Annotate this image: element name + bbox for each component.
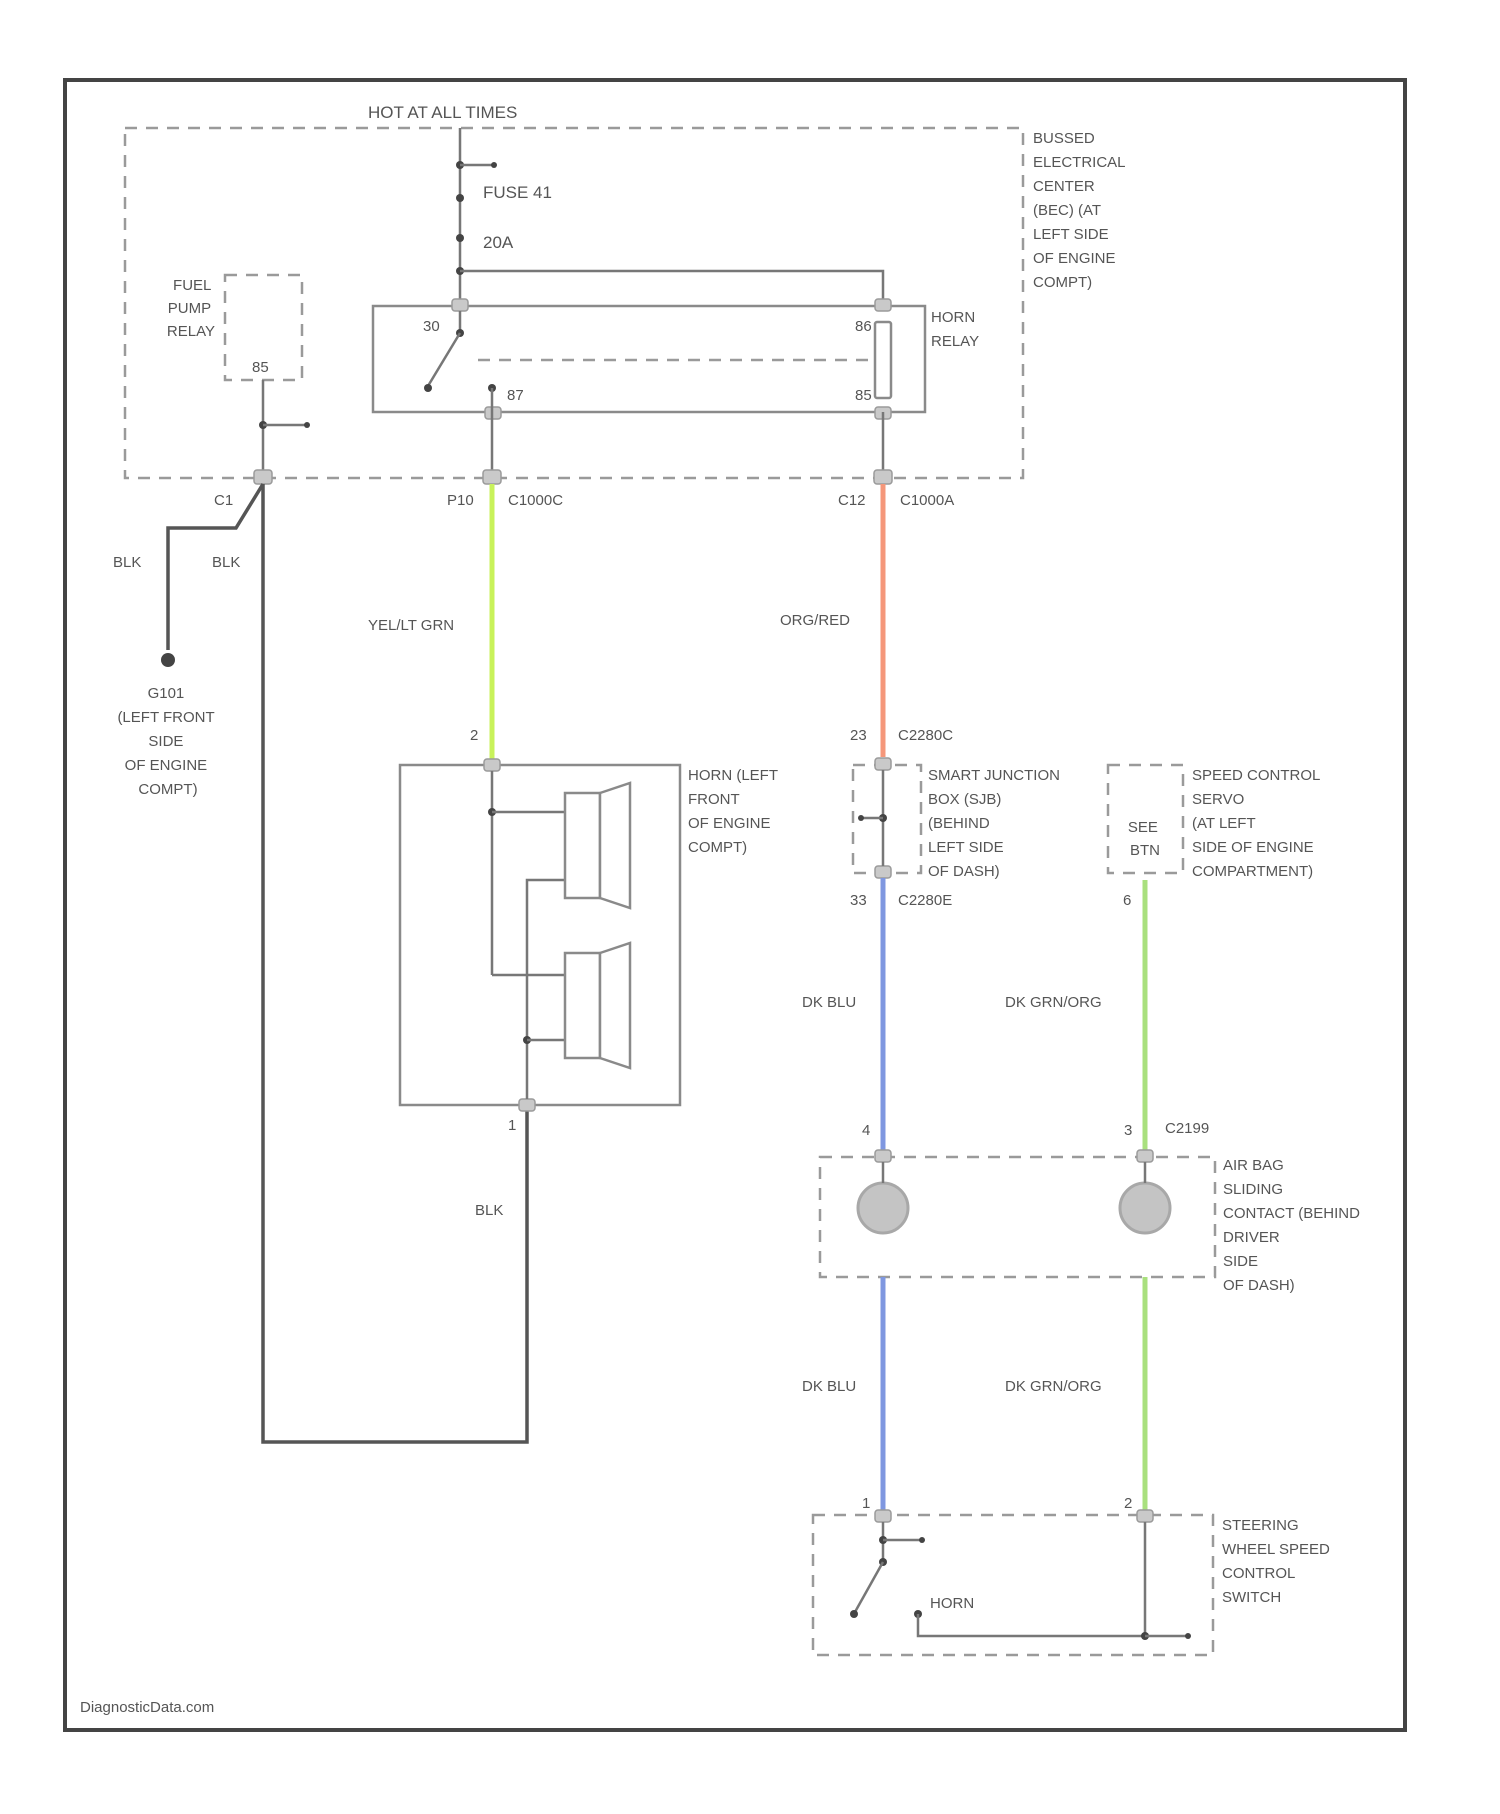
blk-wire-label-1: BLK — [113, 554, 141, 571]
airbag-right-clockspring — [1120, 1183, 1170, 1233]
fuel-pump-relay-label: FUEL PUMP RELAY — [167, 277, 215, 340]
horn-relay-switch-blade — [428, 333, 460, 386]
horn-relay-pin86: 86 — [855, 318, 872, 335]
steering-switch-blade — [855, 1562, 883, 1612]
c12-label: C12 — [838, 492, 866, 509]
fuel-pump-relay-pin: 85 — [252, 359, 269, 376]
horn-relay-pin87: 87 — [507, 387, 524, 404]
blk-wire-bottom-return — [263, 1105, 527, 1442]
relay-coil-feed-wire — [460, 271, 883, 300]
airbag-pin-4: 4 — [862, 1122, 870, 1139]
c1-label: C1 — [214, 492, 233, 509]
sjb-pin-33: 33 — [850, 892, 867, 909]
horn-relay-label: HORN RELAY — [931, 309, 979, 350]
blk-wire-label-3: BLK — [475, 1202, 503, 1219]
steering-switch-tip — [850, 1610, 858, 1618]
org-red-label: ORG/RED — [780, 612, 850, 629]
speed-control-inner-label: SEE BTN — [1128, 819, 1162, 859]
horn-speaker-1-body — [565, 793, 600, 898]
steering-pin-2: 2 — [1124, 1495, 1132, 1512]
watermark: DiagnosticData.com — [80, 1699, 214, 1716]
fuse-terminal-a — [456, 194, 464, 202]
p10-label: P10 — [447, 492, 474, 509]
airbag-right-top-connector — [1137, 1150, 1153, 1162]
fuse-top-stub-dot — [491, 162, 497, 168]
c1000a-label: C1000A — [900, 492, 954, 509]
sjb-pin-23: 23 — [850, 727, 867, 744]
airbag-left-clockspring — [858, 1183, 908, 1233]
airbag-label: AIR BAG SLIDING CONTACT (BEHIND DRIVER S… — [1223, 1157, 1364, 1294]
sjb-label: SMART JUNCTION BOX (SJB) (BEHIND LEFT SI… — [928, 767, 1064, 880]
steering-switch-stub-dot — [919, 1537, 925, 1543]
dk-grn-org-label-1: DK GRN/ORG — [1005, 994, 1102, 1011]
horn-pin-1: 1 — [508, 1117, 516, 1134]
horn-relay-pin85: 85 — [855, 387, 872, 404]
yel-lt-grn-label: YEL/LT GRN — [368, 617, 454, 634]
horn-label: HORN (LEFT FRONT OF ENGINE COMPT) — [688, 767, 782, 856]
blk-wire-label-2: BLK — [212, 554, 240, 571]
fuse-41-label: FUSE 41 — [483, 183, 552, 202]
sjb-bottom-connector — [875, 866, 891, 878]
c1-connector — [254, 470, 272, 484]
horn-relay-coil — [875, 322, 891, 398]
diagram-frame — [65, 80, 1405, 1730]
ground-g101-terminal — [161, 653, 175, 667]
horn-relay-pin86-connector — [875, 299, 891, 311]
steering-left-connector — [875, 1510, 891, 1522]
ground-g101-label: G101 (LEFT FRONT SIDE OF ENGINE COMPT) — [117, 685, 218, 798]
steering-switch-box — [813, 1515, 1213, 1655]
horn-pin-2: 2 — [470, 727, 478, 744]
sjb-internal-stub-dot — [858, 815, 864, 821]
horn-bottom-connector — [519, 1099, 535, 1111]
hot-at-all-times-label: HOT AT ALL TIMES — [368, 103, 517, 122]
horn-relay-pin30-connector — [452, 299, 468, 311]
horn-relay-pin30: 30 — [423, 318, 440, 335]
horn-box — [400, 765, 680, 1105]
fuse-amps-label: 20A — [483, 233, 514, 252]
p10-connector — [483, 470, 501, 484]
steering-return-stub-dot — [1185, 1633, 1191, 1639]
fuel-pump-splice-stub-dot — [304, 422, 310, 428]
fuse-terminal-b — [456, 234, 464, 242]
horn-relay-switch-tip — [424, 384, 432, 392]
horn-top-connector — [484, 759, 500, 771]
bec-label: BUSSED ELECTRICAL CENTER (BEC) (AT LEFT … — [1033, 130, 1129, 291]
horn-speaker-2-body — [565, 953, 600, 1058]
airbag-pin-3: 3 — [1124, 1122, 1132, 1139]
steering-switch-label: STEERING WHEEL SPEED CONTROL SWITCH — [1222, 1517, 1334, 1606]
steering-horn-label: HORN — [930, 1595, 974, 1612]
c12-connector — [874, 470, 892, 484]
c1000c-label: C1000C — [508, 492, 563, 509]
steering-horn-return-wire — [918, 1522, 1145, 1636]
steering-pin-1: 1 — [862, 1495, 870, 1512]
c2280c-label: C2280C — [898, 727, 953, 744]
c2280e-label: C2280E — [898, 892, 952, 909]
speed-control-pin-6: 6 — [1123, 892, 1131, 909]
dk-grn-org-label-2: DK GRN/ORG — [1005, 1378, 1102, 1395]
sjb-top-connector — [875, 758, 891, 770]
steering-right-connector — [1137, 1510, 1153, 1522]
horn-speaker-2-cone — [600, 943, 630, 1068]
airbag-left-top-connector — [875, 1150, 891, 1162]
c2199-label: C2199 — [1165, 1120, 1209, 1137]
dk-blu-label-1: DK BLU — [802, 994, 856, 1011]
speed-control-label: SPEED CONTROL SERVO (AT LEFT SIDE OF ENG… — [1192, 767, 1324, 880]
dk-blu-label-2: DK BLU — [802, 1378, 856, 1395]
horn-speaker-1-cone — [600, 783, 630, 908]
